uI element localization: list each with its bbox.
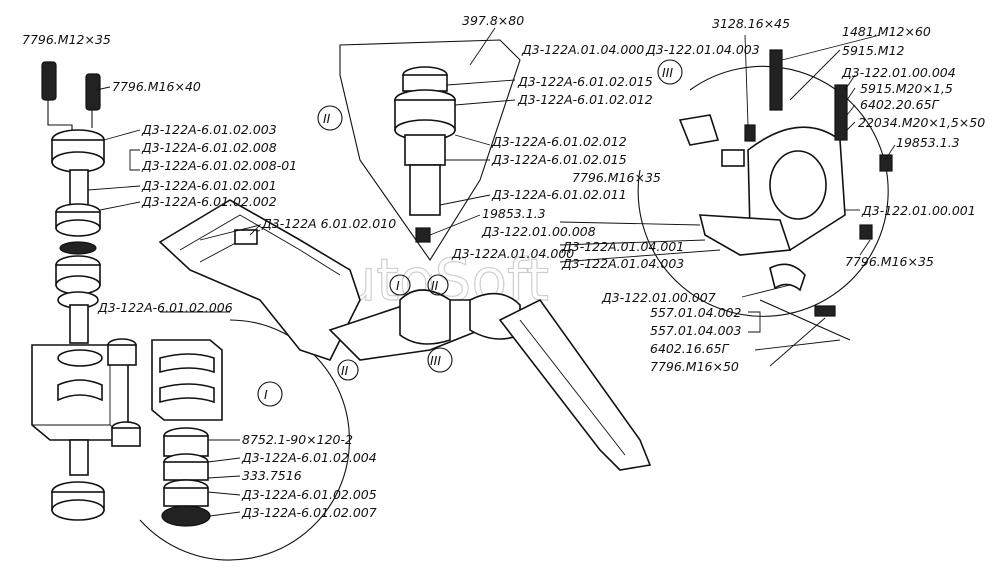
detail-II-boundary bbox=[339, 39, 521, 261]
part-label: Д3-122А-6.01.02.004 bbox=[241, 450, 377, 465]
part-label: Д3-122А-6.01.02.015 bbox=[491, 152, 627, 167]
shaft-upper bbox=[69, 169, 89, 206]
part-label: 7796.M16×50 bbox=[650, 359, 739, 374]
part-label: Д3-122.01.00.001 bbox=[861, 203, 976, 218]
part-label: Д3-122А-6.01.02.015 bbox=[517, 74, 653, 89]
part-label: Д3-122А.01.04.001 bbox=[561, 239, 684, 254]
leader-lines bbox=[87, 27, 896, 517]
part-label: Д3-122.01.00.004 bbox=[841, 65, 956, 80]
pin-shaft bbox=[409, 164, 441, 216]
part-label: Д3-122А-6.01.02.008-01 bbox=[141, 158, 297, 173]
view-marker-III: III bbox=[662, 65, 673, 80]
left-stack bbox=[31, 61, 129, 521]
part-label: Д3-122А-6.01.02.002 bbox=[141, 194, 277, 209]
part-label: Д3-122А-6.01.02.012 bbox=[517, 92, 653, 107]
part-label: Д3-122А-6.01.02.006 bbox=[97, 300, 233, 315]
view-marker-frame-III: III bbox=[430, 353, 441, 368]
part-label: Д3-122А-6.01.02.008 bbox=[141, 140, 277, 155]
view-marker-frame-I: I bbox=[396, 278, 400, 293]
bolt-m12 bbox=[41, 61, 57, 101]
part-label: Д3-122А.01.04.000 bbox=[451, 246, 574, 261]
part-label: 5915.M12 bbox=[842, 43, 905, 58]
part-label: Д3-122А.01.04.000 bbox=[521, 42, 644, 57]
view-marker-II: II bbox=[323, 111, 331, 126]
part-label: Д3-122А-6.01.02.012 bbox=[491, 134, 627, 149]
part-label: Д3-122А-6.01.02.003 bbox=[141, 122, 277, 137]
shaft-lower bbox=[69, 304, 89, 344]
detail-I bbox=[107, 319, 350, 561]
part-label: 397.8×80 bbox=[462, 13, 524, 28]
bolt-m12-60 bbox=[769, 49, 783, 111]
part-label: 3128.16×45 bbox=[712, 16, 790, 31]
part-label: 7796.M12×35 bbox=[22, 32, 111, 47]
part-label: Д3-122А.01.04.003 bbox=[561, 256, 684, 271]
detail-III-boundary bbox=[637, 65, 889, 317]
view-marker-I: I bbox=[264, 387, 268, 402]
part-label: Д3-122А-6.01.02.005 bbox=[241, 487, 377, 502]
frame-right-arm bbox=[498, 298, 652, 471]
part-label: Д3-122А-6.01.02.007 bbox=[241, 505, 377, 520]
detail-II bbox=[317, 39, 521, 261]
part-label: 6402.16.65Г bbox=[650, 341, 730, 356]
part-label: Д3-122.01.00.007 bbox=[601, 290, 716, 305]
part-label: Д3-122.01.04.003 bbox=[645, 42, 760, 57]
part-label: Д3-122А 6.01.02.010 bbox=[261, 216, 396, 231]
part-label: 22034.M20×1,5×50 bbox=[858, 115, 985, 130]
spring-block bbox=[151, 339, 223, 421]
main-frame bbox=[158, 199, 652, 471]
view-marker-frame-II-b: II bbox=[341, 363, 349, 378]
part-label: Д3-122А-6.01.02.001 bbox=[141, 178, 277, 193]
part-label: 7796.M16×35 bbox=[572, 170, 661, 185]
part-label: Д3-122А-6.01.02.011 bbox=[491, 187, 627, 202]
part-label: 8752.1-90×120-2 bbox=[242, 432, 353, 447]
part-label: 7796.M16×35 bbox=[845, 254, 934, 269]
spring-center bbox=[399, 289, 451, 345]
view-marker-frame-II: II bbox=[431, 278, 439, 293]
clamp-parts bbox=[759, 224, 873, 341]
part-label: 6402.20.65Г bbox=[860, 97, 940, 112]
part-label: 19853.1.3 bbox=[482, 206, 546, 221]
part-label: 5915.M20×1,5 bbox=[860, 81, 953, 96]
bolt-leader bbox=[47, 100, 73, 130]
part-label: 557.01.04.002 bbox=[650, 305, 741, 320]
part-label: 1481.M12×60 bbox=[842, 24, 931, 39]
part-label: 333.7516 bbox=[242, 468, 302, 483]
part-label: Д3-122.01.00.008 bbox=[481, 224, 596, 239]
part-label: 557.01.04.003 bbox=[650, 323, 741, 338]
part-label: 19853.1.3 bbox=[896, 135, 960, 150]
bolt-m16 bbox=[85, 73, 101, 111]
part-label: 7796.M16×40 bbox=[112, 79, 201, 94]
detail-III bbox=[637, 49, 893, 317]
